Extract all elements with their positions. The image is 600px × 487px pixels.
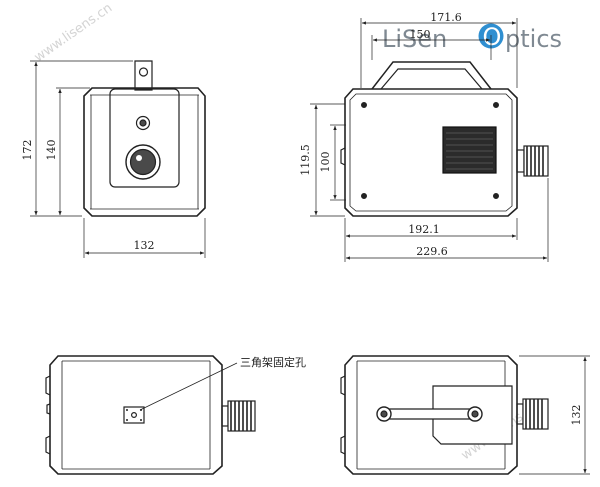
side-left-bump — [340, 147, 346, 166]
bottom-view — [45, 355, 256, 475]
logo-text-ptics: ptics — [505, 25, 562, 53]
rear-left-bump-2 — [340, 435, 346, 455]
front-dimensions — [30, 60, 206, 258]
side-dim-top-outer: 171.6 — [430, 11, 462, 24]
side-dimensions — [310, 18, 549, 262]
front-lens-highlight — [136, 155, 142, 161]
front-dim-height-inner: 140 — [45, 140, 58, 161]
watermark-top-left: www.lisens.cn — [32, 1, 115, 66]
side-view — [340, 61, 549, 217]
front-lens-ring — [125, 144, 161, 180]
front-dim-width: 132 — [134, 239, 155, 252]
side-screw-tr — [493, 101, 500, 108]
side-connector-body — [523, 145, 549, 177]
tripod-hole-callout: 三角架固定孔 — [240, 355, 306, 369]
side-dim-left-outer: 119.5 — [299, 144, 312, 176]
front-body-outline — [83, 87, 206, 217]
rear-dim-right: 132 — [570, 405, 583, 426]
front-dim-height-outer: 172 — [21, 140, 34, 161]
tripod-mount-plate — [123, 406, 145, 424]
logo-text-o: O — [483, 23, 502, 51]
rear-dimensions — [519, 355, 590, 475]
side-dim-bottom-inner: 192.1 — [408, 223, 440, 236]
side-dim-left-inner: 100 — [319, 152, 332, 173]
side-dim-bottom-outer: 229.6 — [416, 245, 448, 258]
rear-handle-bar — [382, 408, 477, 420]
front-body-inner-edge — [90, 94, 199, 210]
side-connector-base — [516, 149, 525, 173]
side-handle-outer — [371, 61, 492, 90]
bottom-body-inner-edge — [61, 360, 211, 470]
tripod-mount-hole — [131, 412, 138, 419]
front-small-sensor-core — [139, 119, 147, 127]
side-body-outline — [344, 88, 518, 217]
side-body-inner-edge — [349, 93, 513, 212]
side-handle-inner — [380, 68, 483, 90]
front-mount-hole — [138, 67, 149, 77]
front-mount-tab — [134, 60, 153, 91]
bottom-left-bump-2 — [46, 403, 51, 415]
rear-body-inner-edge — [356, 360, 506, 470]
rear-handle-knob-left-core — [380, 410, 388, 418]
side-screw-bl — [361, 193, 368, 200]
side-screw-br — [493, 193, 500, 200]
side-vent-grille — [442, 126, 497, 174]
rear-side-view — [340, 355, 549, 475]
front-lens-glass — [129, 148, 157, 176]
bottom-connector-base — [221, 405, 229, 427]
front-plate — [109, 88, 180, 188]
rear-left-bump-1 — [340, 375, 346, 396]
bottom-left-bump-1 — [45, 375, 51, 396]
rear-connector-body — [522, 398, 549, 430]
side-dim-top-inner: 150 — [410, 28, 431, 41]
rear-body-outline — [344, 355, 518, 475]
bottom-body-outline — [49, 355, 223, 475]
side-screw-tl — [361, 101, 368, 108]
rear-handle-knob-right-core — [471, 410, 479, 418]
front-small-sensor — [135, 115, 151, 131]
bottom-left-bump-3 — [45, 435, 51, 455]
tripod-callout-leader — [139, 362, 238, 411]
front-view — [83, 60, 206, 217]
